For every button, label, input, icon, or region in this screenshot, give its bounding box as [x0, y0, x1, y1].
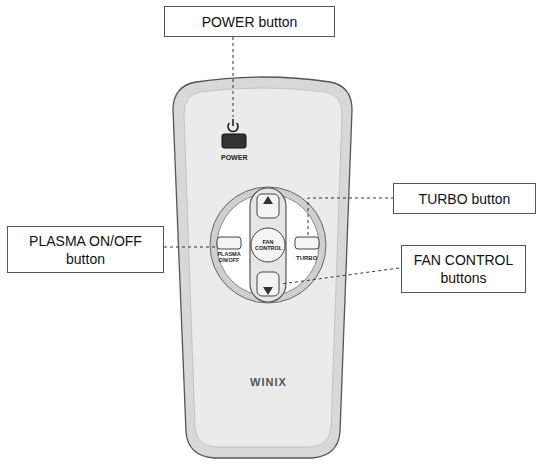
- fan-pill: [250, 188, 286, 302]
- callout-box: FAN CONTROL buttons: [401, 245, 526, 293]
- power-icon: [228, 119, 238, 132]
- turbo-label: TURBO: [296, 255, 317, 261]
- fan-control-label: FAN CONTROL: [255, 239, 281, 251]
- fan-up-key: [257, 194, 279, 218]
- callout-text: PLASMA ON/OFF button: [17, 232, 154, 268]
- power-label: POWER: [221, 154, 247, 161]
- plasma-label: PLASMA ON/OFF: [214, 251, 244, 263]
- down-arrow: [263, 287, 273, 295]
- power-key: [222, 134, 246, 148]
- remote-panel: [184, 88, 342, 447]
- turbo-key: [295, 237, 319, 249]
- leader-lines: [164, 37, 399, 284]
- plasma-key: [217, 237, 241, 249]
- remote-body: [173, 77, 352, 458]
- callout-text: FAN CONTROL buttons: [411, 251, 516, 287]
- callout-text: POWER button: [202, 13, 298, 31]
- control-ring: [210, 187, 326, 303]
- callout-box: TURBO button: [393, 183, 536, 214]
- brand-logo: WINIX: [250, 377, 287, 388]
- up-arrow: [263, 196, 273, 204]
- callout-text: TURBO button: [419, 190, 511, 208]
- callout-box: POWER button: [164, 6, 335, 37]
- fan-down-key: [257, 272, 279, 296]
- fan-center-key: [251, 228, 285, 262]
- callout-box: PLASMA ON/OFF button: [7, 226, 164, 273]
